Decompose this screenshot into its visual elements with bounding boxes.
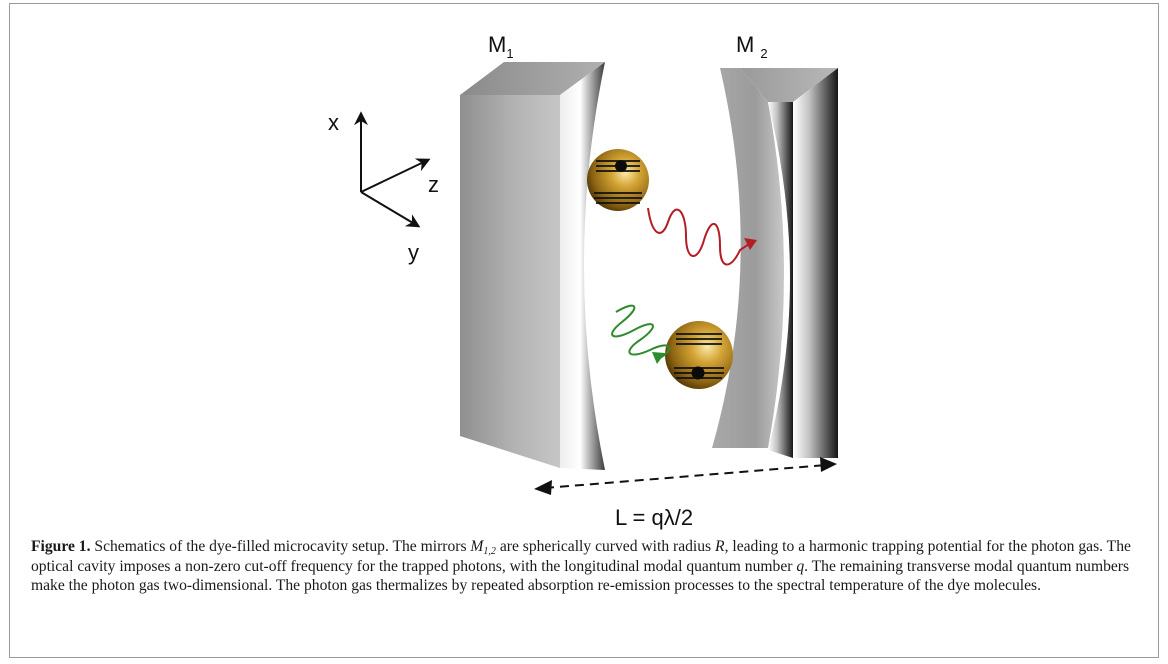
cavity-length-label: L = qλ/2 (615, 505, 693, 530)
absorbed-photon-wave (611, 304, 671, 364)
mirror-m2 (712, 68, 838, 458)
coordinate-axes (354, 111, 431, 228)
caption-text-4: . The remaining transverse modal quantum… (31, 557, 1130, 595)
mirror-m1-label: M1 (488, 32, 514, 61)
caption-mirror-symbol: M1,2 (470, 538, 496, 557)
caption-text-3: , leading to a harmonic trapping potenti… (31, 538, 1131, 575)
mirror-m1 (460, 62, 605, 470)
dye-molecule-upper (587, 149, 649, 211)
axis-y-label: y (408, 240, 419, 265)
caption-text-2: are spherically curved with radius (499, 538, 712, 555)
cavity-length-arrow (534, 457, 837, 495)
caption-q-symbol: q (796, 557, 805, 575)
emitted-photon-wave (647, 207, 757, 266)
caption-radius-symbol: R (715, 538, 725, 555)
axis-x-label: x (328, 110, 339, 135)
dye-molecule-lower (665, 321, 733, 389)
figure-caption: Figure 1. Schematics of the dye-filled m… (31, 537, 1143, 596)
caption-label: Figure 1. (31, 538, 91, 555)
caption-text-1: Schematics of the dye-filled microcavity… (94, 538, 467, 555)
axis-z-label: z (428, 172, 439, 197)
